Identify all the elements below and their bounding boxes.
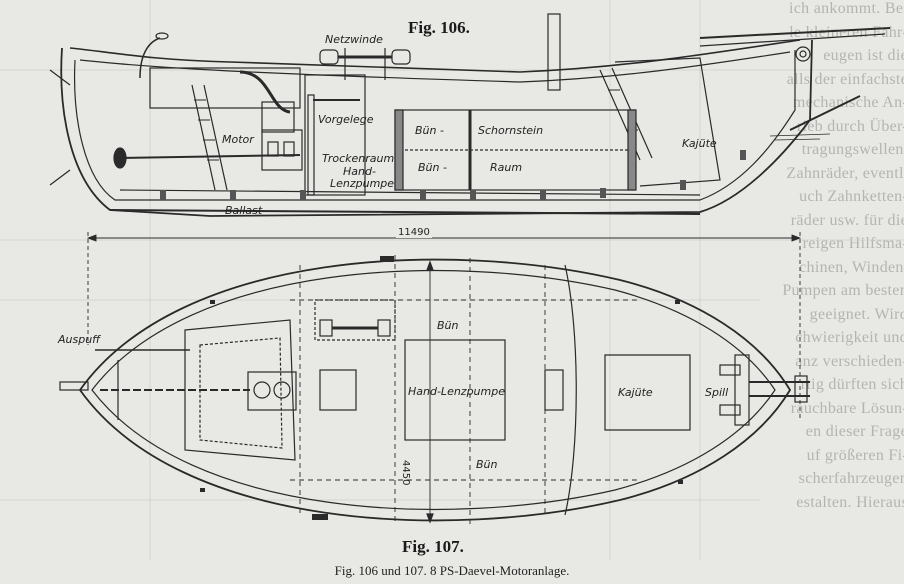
bleed-line: eugen ist die	[823, 47, 904, 64]
label-buen-bottom: Bün -	[418, 161, 447, 174]
bleed-line: uf größeren Fi-	[806, 447, 904, 464]
label-auspuff: Auspuff	[58, 333, 101, 346]
bleed-line: räder usw. für die	[790, 212, 904, 229]
label-buen-plan-top: Bün	[437, 319, 459, 332]
fig-107-title: Fig. 107.	[402, 537, 464, 556]
bleed-line: alls der einfachste	[786, 71, 904, 88]
bleed-line: rtig dürften sich	[800, 376, 904, 393]
side-view-hull	[49, 13, 891, 217]
label-buen-plan-bottom: Bün	[476, 458, 498, 471]
label-vorgelege: Vorgelege	[318, 113, 374, 126]
label-buen-top: Bün -	[415, 124, 444, 137]
bleed-line: tragungswellen,	[801, 141, 904, 158]
label-trockenraum: Trockenraum	[322, 152, 395, 165]
label-ballast: Ballast	[225, 204, 263, 217]
bleed-line: rauchbare Lösun-	[790, 400, 904, 417]
bleed-line: ich ankommt. Bei	[788, 0, 904, 17]
label-lenzpumpe: Lenzpumpe	[330, 177, 395, 190]
length-dimension: 11490	[396, 227, 432, 238]
figure-caption: Fig. 106 und 107. 8 PS-Daevel-Motoranlag…	[334, 563, 570, 578]
bleed-line: reigen Hilfsma-	[802, 235, 904, 252]
label-kajuete-side: Kajüte	[682, 137, 717, 150]
bleed-line: anz verschieden-	[795, 353, 904, 370]
bleed-line: Pumpen am besten	[782, 282, 904, 299]
bleed-line: chinen, Winden,	[799, 259, 904, 276]
bleed-line: estalten. Hieraus	[796, 494, 904, 511]
label-schornstein: Schornstein	[478, 124, 544, 137]
bleed-line: uch Zahnketten-	[799, 188, 904, 205]
background-grid	[0, 0, 904, 560]
label-raum: Raum	[490, 161, 523, 174]
plan-view-hull	[59, 255, 810, 525]
bleed-line: geeignet. Wird	[809, 306, 904, 323]
bleed-line: en dieser Frage	[805, 423, 904, 440]
label-motor: Motor	[222, 133, 254, 146]
label-netzwinde: Netzwinde	[325, 33, 383, 46]
label-kajuete-plan: Kajüte	[618, 386, 653, 399]
bleed-line: chwierigkeit und	[795, 329, 904, 346]
fig-106-title: Fig. 106.	[408, 18, 470, 37]
bleed-line: scherfahrzeugen	[798, 470, 904, 487]
bleed-line: Zahnräder, eventl.	[786, 165, 904, 182]
label-hand-lenzpumpe: Hand-Lenzpumpe	[408, 385, 505, 398]
bleed-line: rieb durch Über-	[796, 118, 904, 135]
width-dimension: 4450	[400, 460, 411, 486]
label-spill: Spill	[705, 386, 729, 399]
length-dimension-line	[86, 232, 802, 420]
label-hand: Hand-	[343, 165, 376, 178]
